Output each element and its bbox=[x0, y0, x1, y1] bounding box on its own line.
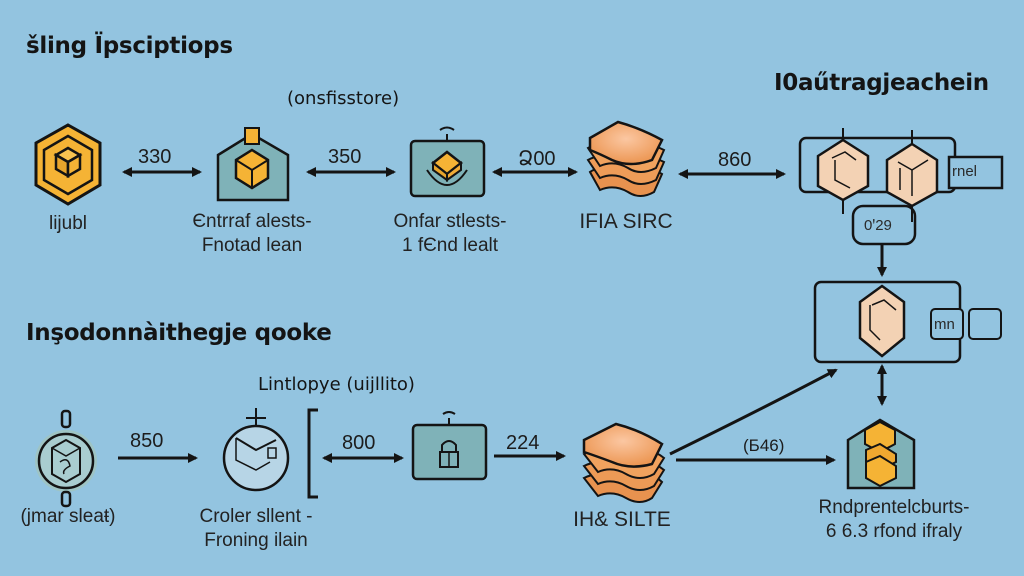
mid-cluster-side-tag-label: mn bbox=[934, 316, 955, 333]
cluster-bottom-tag[interactable] bbox=[851, 204, 917, 246]
stack-layers-icon[interactable] bbox=[586, 120, 666, 197]
face-node-icon[interactable] bbox=[858, 284, 906, 358]
cluster-bottom-tag-label: 0ꞌ29 bbox=[864, 217, 892, 234]
wifi-box-icon[interactable] bbox=[409, 126, 486, 198]
edge-label: 350 bbox=[328, 146, 362, 168]
globe-box-icon[interactable] bbox=[222, 408, 290, 492]
edge-label: 224 bbox=[506, 432, 540, 454]
gear-box-icon[interactable] bbox=[35, 409, 97, 508]
edge-label: 330 bbox=[138, 146, 172, 168]
lock-box-icon[interactable] bbox=[411, 411, 488, 481]
group-bracket bbox=[307, 408, 318, 499]
node-label-house-blocks: Rndprentelcburts- 6 6.3 rfond ifraly bbox=[818, 497, 970, 542]
bottom-group-label: Lintlopye (uijllito) bbox=[258, 374, 415, 395]
house-cube-icon[interactable] bbox=[216, 127, 290, 202]
hexagon-cube-icon[interactable] bbox=[34, 123, 102, 206]
edge-arrow-curved bbox=[669, 368, 838, 456]
face-node-icon[interactable] bbox=[816, 128, 870, 214]
top-group-label: (onsfisstore) bbox=[287, 88, 400, 109]
node-label-stack: IFIA SIRC bbox=[579, 210, 673, 233]
mid-cluster-side-tag[interactable] bbox=[930, 308, 964, 340]
top-section-title: šling Ïpsciptiops bbox=[26, 33, 233, 59]
node-label-globe: Croler sllent - Froning ilain bbox=[199, 506, 313, 551]
top-right-title: I0aűtragjeachein bbox=[774, 70, 989, 96]
node-label-stack2: IH& SILTE bbox=[573, 508, 671, 531]
node-label-house-cube: Єntrraf alests- Fnotad lean bbox=[192, 211, 312, 256]
cluster-side-tag[interactable] bbox=[947, 155, 1004, 190]
stack-layers-icon[interactable] bbox=[582, 422, 666, 503]
edge-label: (Б46) bbox=[743, 436, 785, 455]
bottom-section-title: Inşodonnàithegje qooke bbox=[26, 320, 332, 346]
edge-label: 860 bbox=[718, 149, 752, 171]
mid-cluster-empty-box[interactable] bbox=[968, 308, 1002, 340]
face-node-icon[interactable] bbox=[885, 130, 939, 222]
edge-label: 800 bbox=[342, 432, 376, 454]
edge-label: Ձ00 bbox=[518, 148, 556, 170]
node-label-gear-box: (jmar sleaŧ) bbox=[20, 506, 116, 527]
cluster-side-tag-label: rnel bbox=[952, 163, 978, 180]
house-blocks-icon[interactable] bbox=[846, 418, 916, 490]
node-label-wifi-box: Onfar stlests- 1 fЄnd lealt bbox=[393, 211, 507, 256]
edge-label: 850 bbox=[130, 430, 164, 452]
node-label-hex-cube: lijubl bbox=[48, 213, 88, 234]
